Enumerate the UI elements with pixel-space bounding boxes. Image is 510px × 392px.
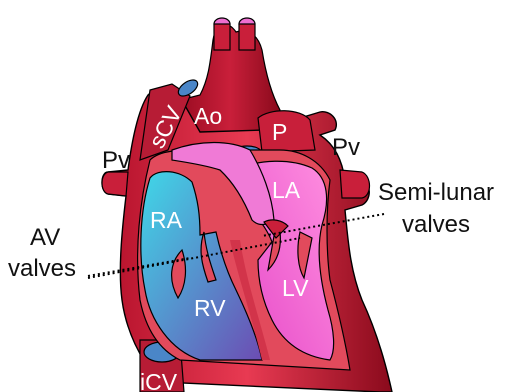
label-av-valves-line2: valves bbox=[8, 255, 76, 282]
label-right-atrium: RA bbox=[150, 207, 183, 233]
label-aorta: Ao bbox=[194, 103, 222, 129]
label-left-atrium: LA bbox=[272, 177, 301, 203]
label-av-valves-line1: AV bbox=[30, 224, 60, 251]
label-inferior-vena-cava: iCV bbox=[140, 369, 178, 392]
label-pulmonary-artery: P bbox=[272, 119, 287, 145]
label-semilunar-line1: Semi-lunar bbox=[378, 179, 494, 206]
pulmonary-vein-right-stub bbox=[340, 170, 370, 198]
label-pulmonary-vein-right: Pv bbox=[332, 134, 360, 161]
pulmonary-vein-left-stub bbox=[102, 172, 128, 196]
label-left-ventricle: LV bbox=[282, 275, 309, 301]
aorta-branch-left bbox=[214, 24, 230, 50]
label-pulmonary-vein-left: Pv bbox=[102, 147, 130, 174]
label-right-ventricle: RV bbox=[194, 295, 226, 321]
label-semilunar-line2: valves bbox=[402, 211, 470, 238]
aorta-branch-right bbox=[239, 24, 255, 50]
